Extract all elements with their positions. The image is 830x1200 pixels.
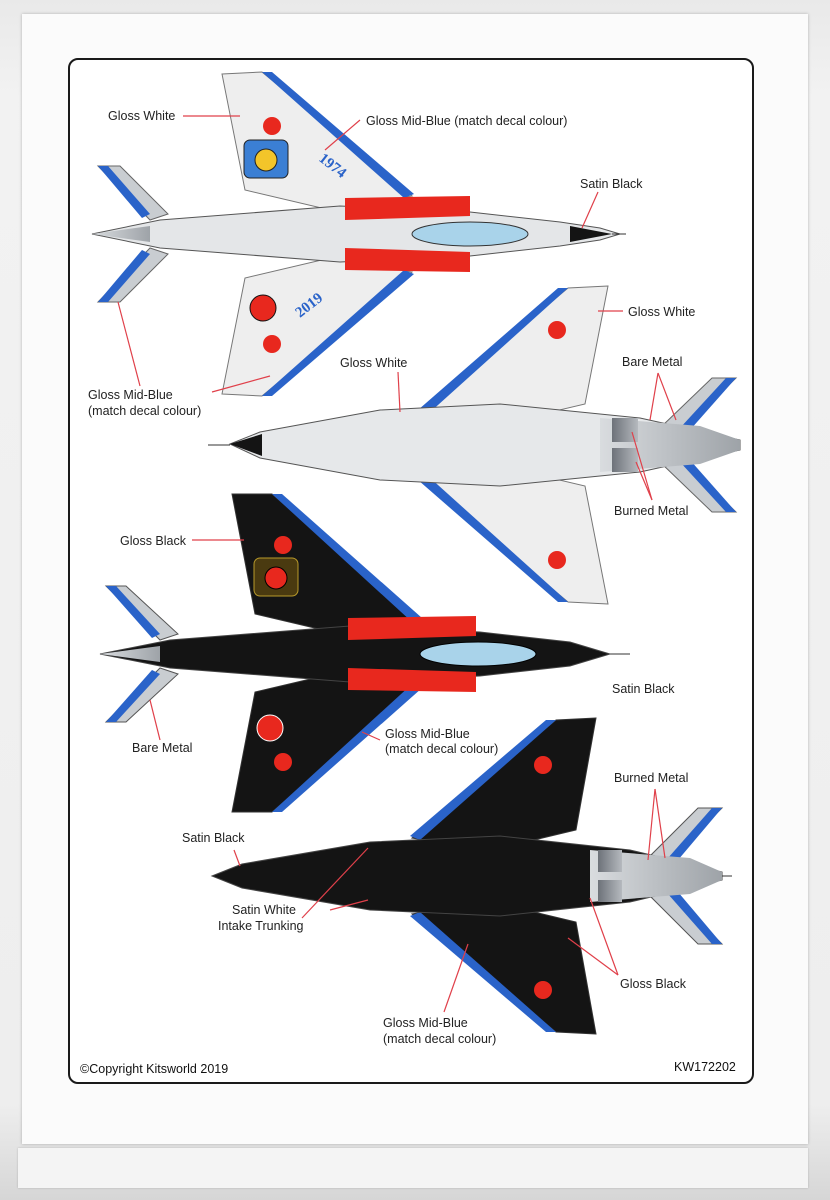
- label-satin-black-2: Satin Black: [612, 682, 675, 696]
- footer-copyright: ©Copyright Kitsworld 2019: [80, 1062, 228, 1076]
- label-gloss-mid-blue-left-2: (match decal colour): [88, 404, 201, 418]
- label-satin-black-1: Satin Black: [580, 177, 643, 191]
- label-bare-metal-1: Bare Metal: [622, 355, 682, 369]
- label-gloss-black-2: Gloss Black: [620, 977, 687, 991]
- label-satin-white-1: Satin White: [232, 903, 296, 917]
- aircraft-black-top-view: [99, 493, 630, 813]
- label-gloss-mid-blue-mid-2: (match decal colour): [385, 742, 498, 756]
- label-gloss-mid-blue-bottom-1: Gloss Mid-Blue: [383, 1016, 468, 1030]
- label-satin-black-3: Satin Black: [182, 831, 245, 845]
- label-gloss-mid-blue-left-1: Gloss Mid-Blue: [88, 388, 173, 402]
- label-bare-metal-2: Bare Metal: [132, 741, 192, 755]
- aircraft-white-bottom-view: [208, 285, 741, 605]
- label-gloss-white-3: Gloss White: [340, 356, 407, 370]
- aircraft-black-bottom-view: [210, 717, 732, 1035]
- label-gloss-mid-blue-mid-1: Gloss Mid-Blue: [385, 727, 470, 741]
- second-sheet-edge: [18, 1148, 808, 1188]
- label-gloss-black-1: Gloss Black: [120, 534, 187, 548]
- label-satin-white-2: Intake Trunking: [218, 919, 304, 933]
- leader-lines: [117, 115, 677, 1013]
- aircraft-white-top-view: 1974 2019: [91, 71, 626, 397]
- footer-product-code: KW172202: [674, 1060, 736, 1074]
- label-burned-metal-2: Burned Metal: [614, 771, 688, 785]
- label-gloss-mid-blue-top: Gloss Mid-Blue (match decal colour): [366, 114, 567, 128]
- label-gloss-white-1: Gloss White: [108, 109, 175, 123]
- label-burned-metal-1: Burned Metal: [614, 504, 688, 518]
- label-gloss-white-2: Gloss White: [628, 305, 695, 319]
- label-gloss-mid-blue-bottom-2: (match decal colour): [383, 1032, 496, 1046]
